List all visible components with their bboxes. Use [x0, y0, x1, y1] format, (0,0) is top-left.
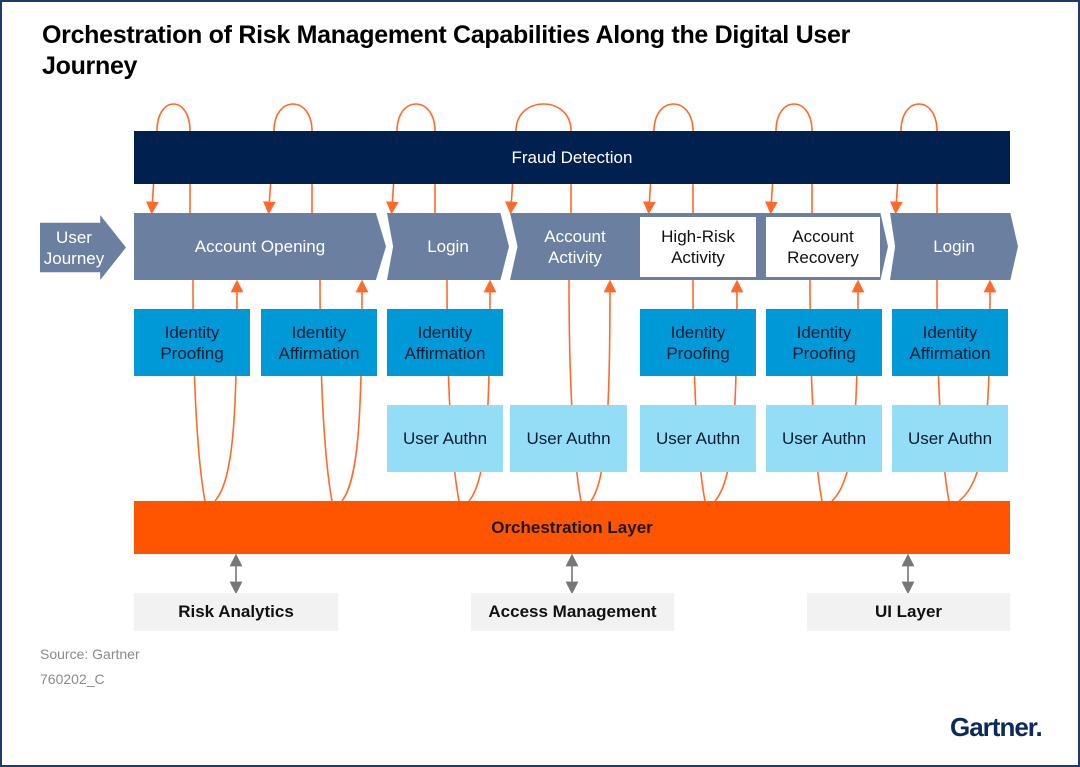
figure-title: Orchestration of Risk Management Capabil… [42, 21, 850, 80]
fraud-loop-connector [146, 103, 191, 215]
journey-step-account-recovery: Account Recovery [766, 217, 880, 277]
identity-affirmation-box: Identity Affirmation [892, 309, 1008, 376]
service-access-management: Access Management [471, 593, 674, 631]
fraud-loop-connector [643, 103, 694, 215]
identity-proofing-box: Identity Proofing [134, 309, 250, 376]
fraud-loop-connector [386, 103, 436, 215]
user-authn-box: User Authn [640, 405, 756, 472]
journey-step-login: Login [890, 213, 1018, 280]
user-authn-box: User Authn [510, 405, 627, 472]
fraud-loop-connector [505, 103, 572, 215]
user-authn-box: User Authn [387, 405, 503, 472]
identity-proofing-box: Identity Proofing [766, 309, 882, 376]
identity-affirmation-box: Identity Affirmation [261, 309, 377, 376]
journey-step-high-risk-activity: High-Risk Activity [640, 217, 756, 277]
orchestration-layer-bar: Orchestration Layer [134, 501, 1010, 554]
fraud-loop-connector [765, 103, 813, 215]
identity-affirmation-box: Identity Affirmation [387, 309, 503, 376]
fraud-loop-connector [890, 103, 938, 215]
journey-step-account-activity: Account Activity [544, 226, 606, 267]
identity-proofing-box: Identity Proofing [640, 309, 756, 376]
gartner-logo: Gartner. [950, 712, 1043, 742]
service-risk-analytics: Risk Analytics [134, 593, 338, 631]
user-authn-box: User Authn [892, 405, 1008, 472]
source-note: Source: Gartner [40, 646, 140, 662]
user-authn-box: User Authn [766, 405, 882, 472]
journey-step-login: Login [387, 213, 509, 280]
service-ui-layer: UI Layer [807, 593, 1010, 631]
fraud-detection-bar: Fraud Detection [134, 131, 1010, 184]
fraud-loop-connector [263, 103, 313, 215]
figure-code: 760202_C [40, 671, 105, 687]
journey-step-account-opening: Account Opening [134, 213, 386, 280]
